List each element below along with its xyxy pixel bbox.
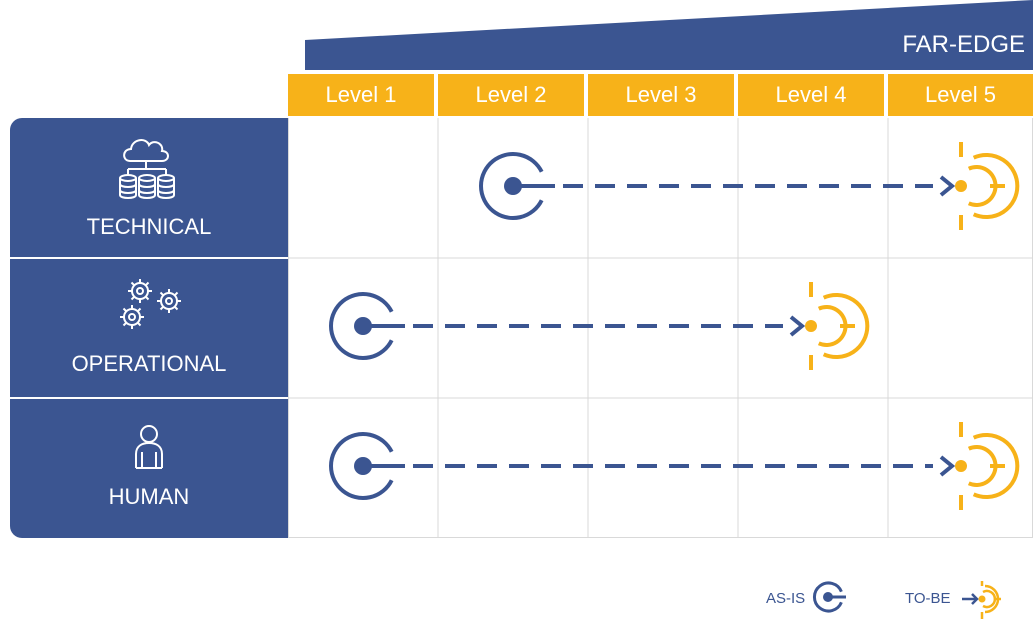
arrow-head-technical: [939, 175, 956, 197]
cloud-database-icon: [119, 139, 175, 199]
to-be-dot: [955, 460, 967, 472]
level-header-row: Level 1 Level 2 Level 3 Level 4 Level 5: [288, 74, 1033, 116]
to-be-outer-ring: [972, 433, 1020, 499]
arrow-head-human: [939, 455, 956, 477]
to-be-outer-ring: [972, 153, 1020, 219]
level-1-header: Level 1: [288, 74, 434, 116]
to-be-marker-human: [955, 422, 1020, 510]
gears-icon: [120, 279, 181, 329]
row-label-human: HUMAN: [108, 484, 190, 509]
person-icon: [135, 425, 163, 469]
as-is-marker-technical: [479, 152, 555, 220]
sidebar-divider: [10, 397, 288, 399]
level-2-header: Level 2: [438, 74, 584, 116]
arrow-head-operational: [789, 315, 806, 337]
as-is-ring: [329, 432, 394, 500]
far-edge-label: FAR-EDGE: [902, 31, 1025, 58]
to-be-marker-operational: [805, 282, 870, 370]
to-be-marker-technical: [955, 142, 1020, 230]
row-label-operational: OPERATIONAL: [71, 351, 227, 376]
to-be-dot: [955, 180, 967, 192]
as-is-marker-operational: [329, 292, 405, 360]
to-be-dot: [805, 320, 817, 332]
row-label-technical: TECHNICAL: [86, 214, 212, 239]
far-edge-banner: [305, 0, 1033, 70]
as-is-icon: [813, 581, 846, 613]
legend-as-is-label: AS-IS: [766, 590, 806, 607]
as-is-ring: [479, 152, 544, 220]
to-be-outer-ring: [822, 293, 870, 359]
as-is-ring: [329, 292, 394, 360]
to-be-icon: [962, 581, 1001, 619]
level-5-header: Level 5: [888, 74, 1033, 116]
legend-to-be-label: TO-BE: [905, 590, 951, 607]
maturity-grid: [288, 118, 1033, 538]
level-4-header: Level 4: [738, 74, 884, 116]
level-3-header: Level 3: [588, 74, 734, 116]
sidebar-divider: [10, 257, 288, 259]
as-is-marker-human: [329, 432, 405, 500]
